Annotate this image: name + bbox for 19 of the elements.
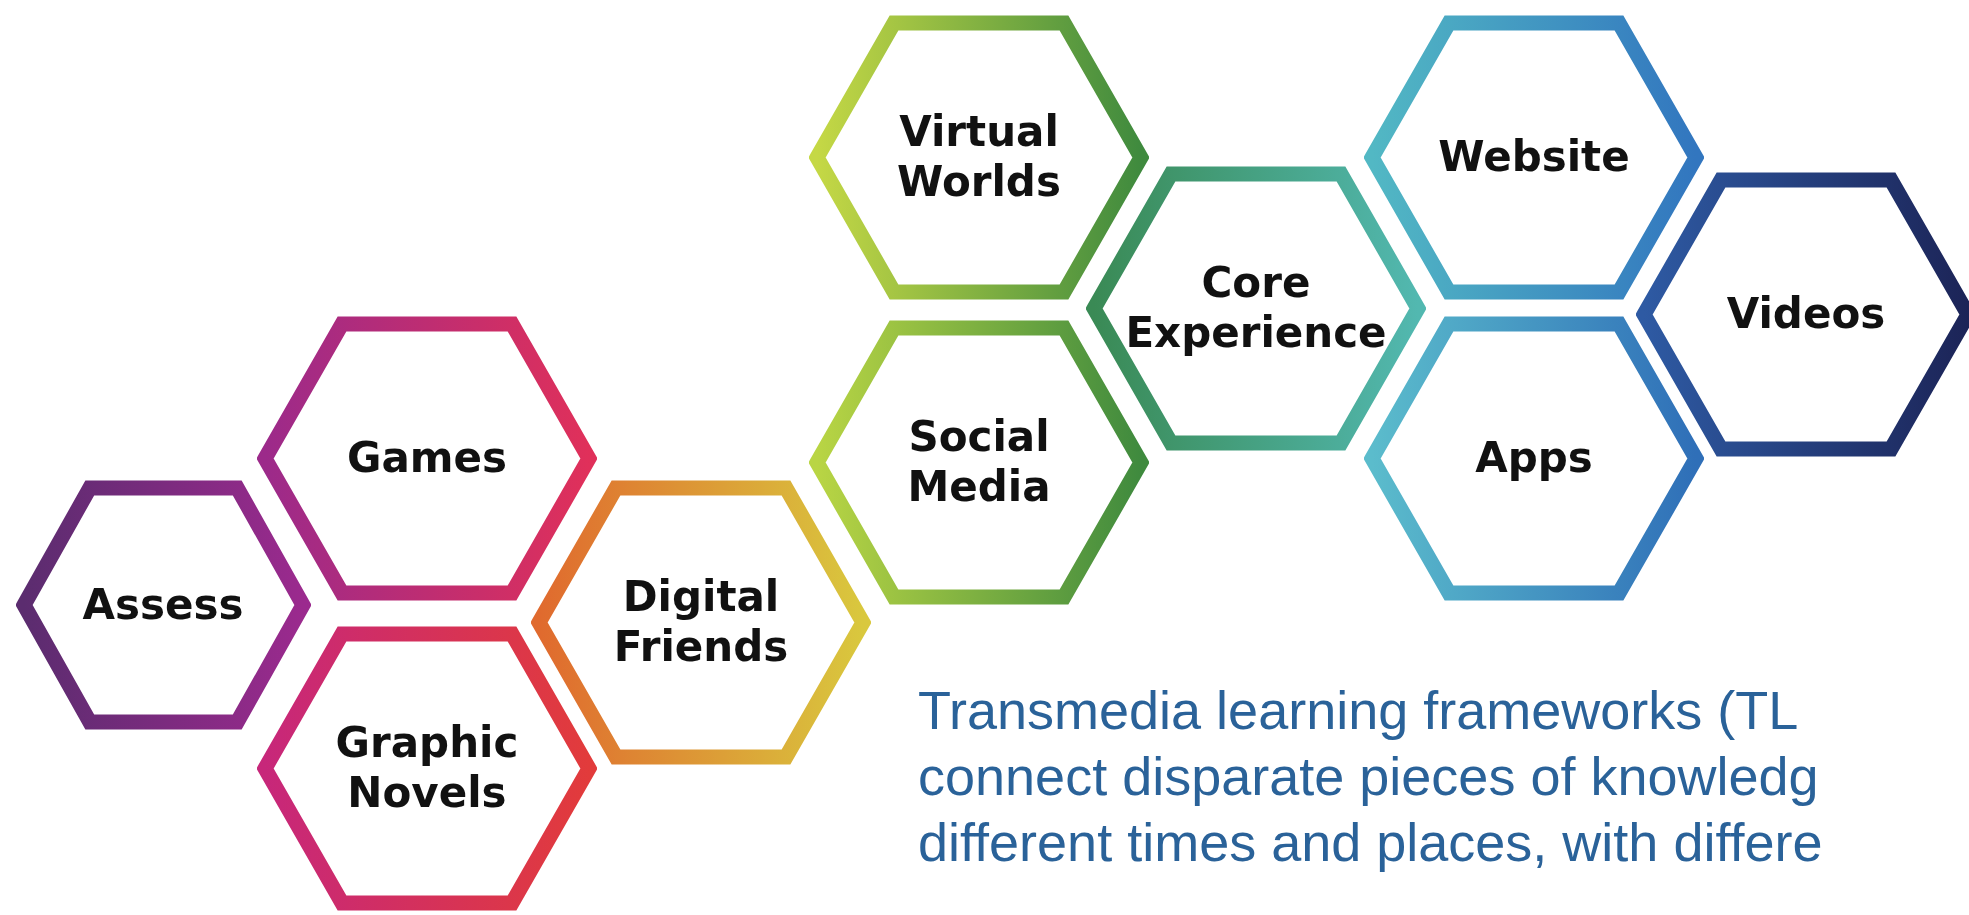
node-label: Graphic Novels (334, 717, 520, 819)
hexagon-node (15, 480, 311, 730)
hexagon-node (1636, 171, 1969, 457)
node-label: Social Media (906, 411, 1052, 513)
node-label: Assess (82, 579, 244, 631)
hexagon-node (809, 14, 1149, 300)
node-label: Digital Friends (612, 571, 790, 673)
node-label: Website (1438, 131, 1630, 183)
node-label: Apps (1475, 432, 1593, 484)
hexagon-node (1086, 165, 1426, 451)
hexagon-node (257, 315, 597, 601)
hexagon-node (257, 625, 597, 911)
node-label: Videos (1726, 288, 1886, 340)
hexagon-node (531, 479, 871, 765)
node-label: Virtual Worlds (896, 106, 1062, 208)
hexagon-node (1364, 14, 1704, 300)
node-label: Games (346, 432, 508, 484)
node-label: Core Experience (1125, 257, 1387, 359)
caption: Transmedia learning frameworks (TL connect disparate pieces of knowledg different times and places, with differe (918, 679, 1824, 874)
